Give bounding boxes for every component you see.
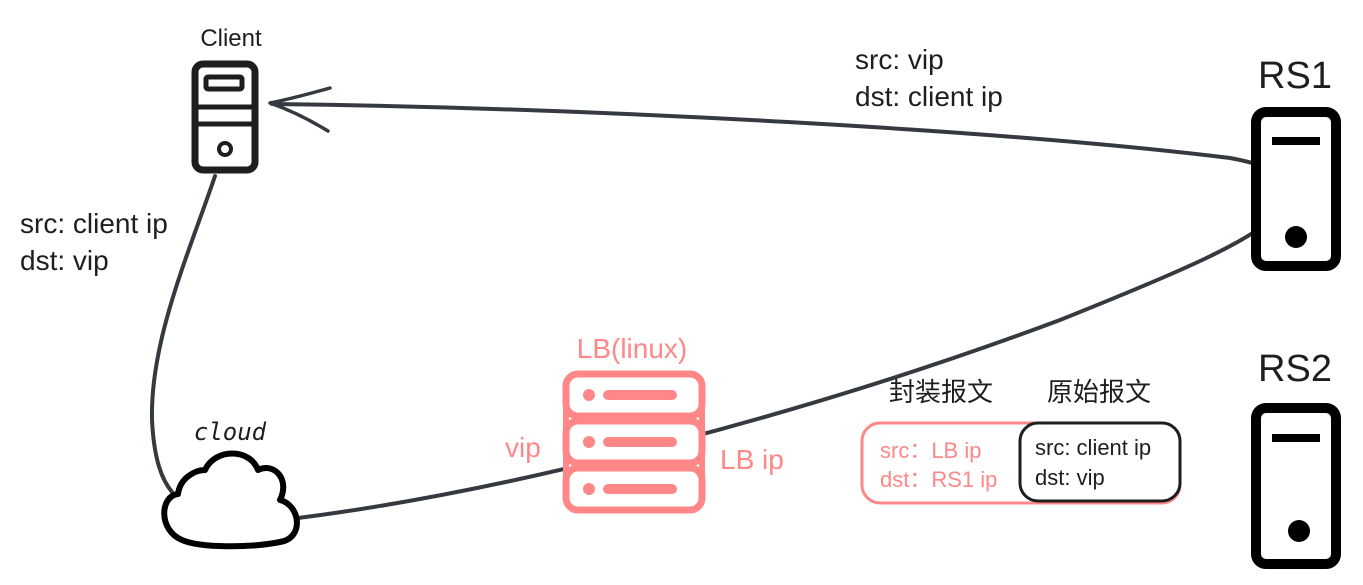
rs1-server-icon xyxy=(1251,107,1341,271)
cloud-to-rs1-edge xyxy=(296,208,1284,520)
client-label: Client xyxy=(200,25,262,52)
request-dst-label: dst: vip xyxy=(20,245,109,276)
inner-dst-label: dst: vip xyxy=(1035,465,1105,490)
rs1-label: RS1 xyxy=(1258,55,1332,97)
cloud-icon xyxy=(161,450,300,550)
lb-ip-label: LB ip xyxy=(720,444,784,475)
inner-packet-title: 原始报文 xyxy=(1047,377,1151,407)
lb-server-icon xyxy=(562,370,706,514)
inner-packet-box xyxy=(1018,421,1182,503)
client-to-cloud-edge xyxy=(149,174,217,494)
request-src-label: src: client ip xyxy=(20,208,168,239)
lb-vip-label: vip xyxy=(505,432,541,463)
rs1-to-client-edge xyxy=(270,102,1292,212)
client-computer-icon xyxy=(191,60,259,174)
outer-packet-title: 封装报文 xyxy=(889,377,993,407)
response-src-label: src: vip xyxy=(855,44,944,75)
outer-dst-label: dst：RS1 ip xyxy=(880,467,997,492)
rs2-label: RS2 xyxy=(1258,348,1332,390)
response-dst-label: dst: client ip xyxy=(855,81,1003,112)
return-arrowhead xyxy=(268,86,332,133)
rs2-server-icon xyxy=(1251,403,1341,569)
cloud-label: cloud xyxy=(194,418,267,446)
outer-src-label: src：LB ip xyxy=(880,438,981,463)
inner-src-label: src: client ip xyxy=(1035,435,1151,460)
lb-title-label: LB(linux) xyxy=(577,333,687,364)
